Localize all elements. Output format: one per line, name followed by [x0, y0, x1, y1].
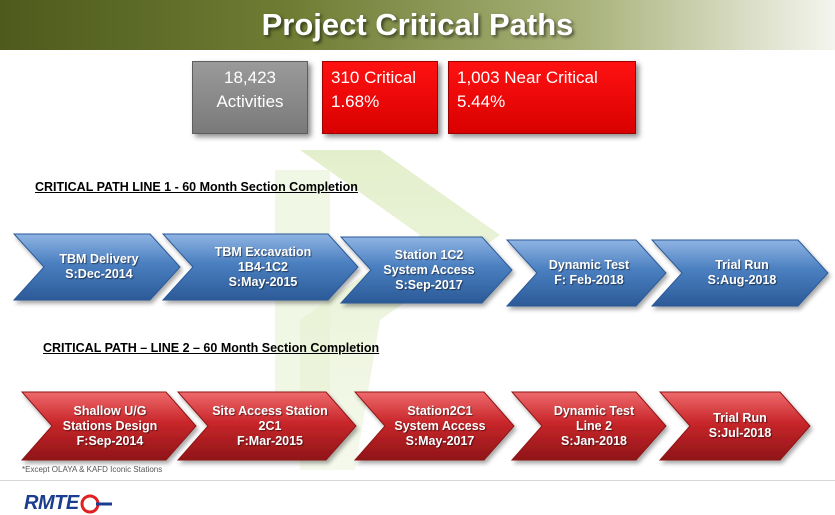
rmtc-logo: RMTE	[24, 492, 164, 514]
footnote: *Except OLAYA & KAFD Iconic Stations	[22, 465, 163, 474]
line2-step-4-label: Dynamic Test Line 2 S:Jan-2018	[542, 392, 646, 460]
line2-step-2-title: Site Access Station	[212, 403, 328, 418]
line2-step-1-subtitle: Stations Design	[62, 418, 158, 433]
line1-step-5-chevron	[650, 239, 829, 307]
line2-step-1-label: Shallow U/G Stations Design F:Sep-2014	[48, 392, 172, 460]
title-bar	[0, 0, 835, 50]
line1-step-3-date: S:Sep-2017	[395, 277, 463, 292]
line2-step-2-code: 2C1	[258, 418, 282, 433]
line1-step-2-code: 1B4-1C2	[237, 259, 289, 274]
line2-step-3-chevron	[353, 391, 515, 461]
rmtc-circle-logo-icon	[80, 494, 112, 514]
line2-step-4-title: Dynamic Test	[553, 403, 635, 418]
line2-step-1-chevron	[20, 391, 197, 461]
line1-step-1-label: TBM Delivery S:Dec-2014	[44, 234, 154, 300]
line1-step-1-date: S:Dec-2014	[65, 267, 133, 281]
line1-step-5-date: S:Aug-2018	[707, 273, 777, 287]
near-critical-activities-percent: 5.44%	[457, 92, 506, 111]
line2-heading: CRITICAL PATH – LINE 2 – 60 Month Sectio…	[43, 341, 380, 355]
critical-activities-percent: 1.68%	[331, 92, 380, 111]
page-title: Project Critical Paths	[261, 7, 574, 42]
critical-activities-count: 310 Critical	[331, 68, 417, 87]
near-critical-activities-count: 1,003 Near Critical	[457, 68, 598, 87]
line1-heading: CRITICAL PATH LINE 1 - 60 Month Section …	[35, 180, 358, 194]
logo-text: RMTE	[24, 492, 79, 514]
total-activities-label: Activities	[216, 92, 284, 111]
line2-step-5-chevron	[658, 391, 811, 461]
line2-step-3-title: Station2C1	[407, 403, 473, 418]
line2-step-3-subtitle: System Access	[394, 418, 486, 433]
line2-step-2-chevron	[176, 391, 357, 461]
line2-step-4-chevron	[510, 391, 667, 461]
line1-step-3-label: Station 1C2 System Access S:Sep-2017	[371, 237, 487, 303]
line1-step-3-subtitle: System Access	[383, 262, 475, 277]
critical-activities-box: 310 Critical 1.68%	[322, 61, 438, 134]
footer-divider	[0, 480, 835, 481]
line1-step-2-chevron	[161, 233, 359, 301]
line1-step-5-title: Trial Run	[715, 258, 769, 272]
line2-step-5-label: Trial Run S:Jul-2018	[690, 392, 790, 460]
line2-step-2-label: Site Access Station 2C1 F:Mar-2015	[208, 392, 332, 460]
total-activities-count: 18,423	[224, 68, 276, 87]
line2-step-3-label: Station2C1 System Access S:May-2017	[385, 392, 495, 460]
line1-step-4-label: Dynamic Test F: Feb-2018	[537, 240, 641, 306]
total-activities-box: 18,423 Activities	[192, 61, 308, 134]
line2-step-2-date: F:Mar-2015	[237, 433, 303, 448]
line1-step-1-title: TBM Delivery	[59, 252, 139, 266]
line1-step-3-title: Station 1C2	[394, 247, 464, 262]
line1-step-1-chevron	[12, 233, 181, 301]
line2-step-4-date: S:Jan-2018	[560, 433, 627, 448]
line2-step-5-title: Trial Run	[713, 411, 767, 425]
line1-step-2-date: S:May-2015	[228, 274, 298, 289]
line2-step-5-date: S:Jul-2018	[708, 426, 772, 440]
line2-step-4-subtitle: Line 2	[575, 418, 613, 433]
line1-step-4-title: Dynamic Test	[548, 258, 630, 272]
line2-step-1-title: Shallow U/G	[73, 403, 147, 418]
line1-step-2-title: TBM Excavation	[214, 244, 312, 259]
line2-step-3-date: S:May-2017	[405, 433, 475, 448]
near-critical-activities-box: 1,003 Near Critical 5.44%	[448, 61, 636, 134]
line1-step-2-label: TBM Excavation 1B4-1C2 S:May-2015	[193, 234, 333, 300]
line1-step-3-chevron	[339, 236, 513, 304]
line1-step-4-date: F: Feb-2018	[554, 273, 624, 287]
line2-step-1-date: F:Sep-2014	[76, 433, 144, 448]
line1-step-5-label: Trial Run S:Aug-2018	[682, 240, 802, 306]
chevron-diagram	[12, 233, 829, 461]
line1-step-4-chevron	[505, 239, 667, 307]
